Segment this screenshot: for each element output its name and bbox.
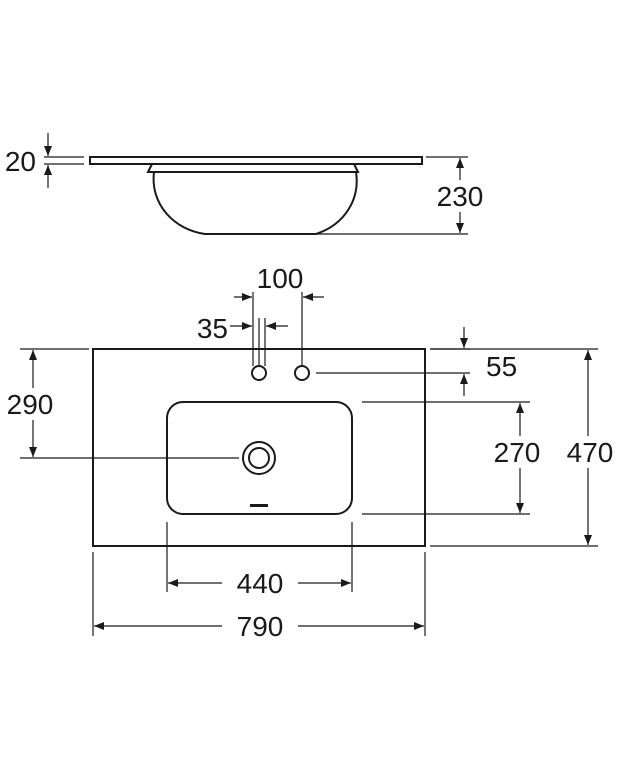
tap-hole-left xyxy=(251,365,267,381)
side-view: 20 230 xyxy=(5,133,484,235)
side-rim xyxy=(89,156,423,165)
dim-bowl-width: 440 xyxy=(237,568,284,599)
dim-tap-spacing: 100 xyxy=(257,263,304,294)
dim-total-height: 230 xyxy=(437,181,484,212)
top-view: 100 35 55 290 270 470 440 xyxy=(7,263,614,642)
dim-rim-thickness: 20 xyxy=(5,146,36,177)
dim-bowl-offset: 290 xyxy=(7,389,54,420)
side-bowl xyxy=(146,163,360,235)
dim-tap-offset: 55 xyxy=(486,351,517,382)
dim-tap-diameter: 35 xyxy=(197,313,228,344)
dim-overall-depth: 470 xyxy=(567,437,614,468)
overflow-slot xyxy=(250,504,268,507)
drain-outer xyxy=(242,441,276,475)
dim-bowl-depth: 270 xyxy=(494,437,541,468)
dim-overall-width: 790 xyxy=(237,611,284,642)
tap-hole-right xyxy=(294,365,310,381)
drain-inner xyxy=(248,447,270,469)
